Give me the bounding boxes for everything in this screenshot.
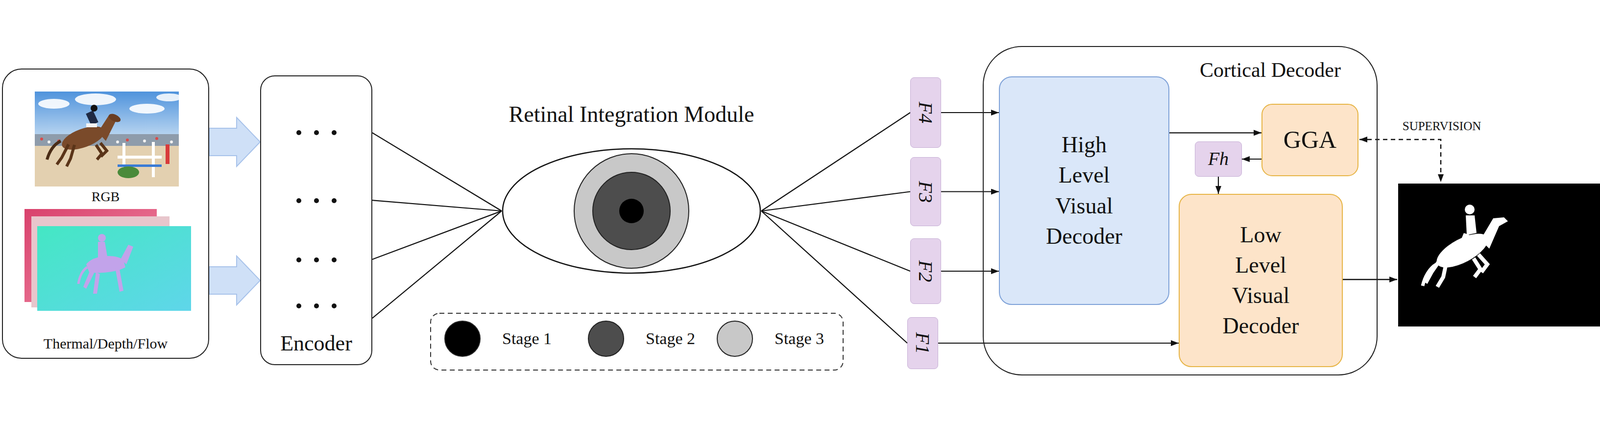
modality-label: Thermal/Depth/Flow xyxy=(2,335,209,353)
modality-stack xyxy=(24,209,192,312)
legend-swatch xyxy=(587,320,625,358)
encoder-dots xyxy=(296,130,337,309)
connector xyxy=(938,342,1179,344)
legend-text: Stage 3 xyxy=(774,329,825,350)
connector xyxy=(761,192,911,212)
legend-text: Stage 1 xyxy=(502,329,552,350)
eye-ellipse xyxy=(502,148,761,274)
connector xyxy=(941,191,999,193)
connector xyxy=(761,211,911,272)
iris-outer xyxy=(574,153,689,269)
legend-frame xyxy=(430,313,844,371)
connector xyxy=(372,132,502,212)
connector xyxy=(1241,158,1262,160)
annotation-label: SUPERVISION xyxy=(1400,119,1484,134)
feature-label: F1 xyxy=(911,332,935,355)
node-label: High Level Visual Decoder xyxy=(1035,129,1134,252)
connector xyxy=(372,200,502,212)
node-label: GGA xyxy=(1283,123,1337,157)
output-arrow xyxy=(1342,279,1398,281)
connector xyxy=(1169,132,1262,134)
decoder-title: Cortical Decoder xyxy=(1172,57,1369,83)
connector xyxy=(761,112,911,212)
block-arrow xyxy=(209,117,261,167)
feature-label: F4 xyxy=(914,101,938,124)
supervision-link xyxy=(1359,139,1441,183)
feature-box: F1 xyxy=(907,317,939,370)
connector xyxy=(1217,176,1219,194)
pupil xyxy=(619,198,644,224)
output-mask xyxy=(1398,183,1600,327)
block-arrow xyxy=(209,256,261,306)
encoder-box: Encoder xyxy=(260,75,373,366)
gga-box: GGA xyxy=(1261,103,1359,177)
retina-eye: Retinal Integration Module xyxy=(501,147,762,275)
connector xyxy=(372,211,502,260)
legend-entry: Stage 2 xyxy=(587,320,696,358)
rgb-photo xyxy=(34,91,179,187)
feature-label: F3 xyxy=(914,180,938,203)
legend-entry: Stage 1 xyxy=(444,320,552,358)
module-title: Retinal Integration Module xyxy=(509,100,755,128)
legend-swatch xyxy=(444,320,481,358)
high-level-decoder: High Level Visual Decoder xyxy=(998,76,1170,306)
connector xyxy=(761,211,908,344)
feature-box: Fh xyxy=(1194,141,1242,177)
input-panel: RGB Thermal/Depth/Flow xyxy=(1,68,210,360)
node-label: Fh xyxy=(1208,146,1229,172)
node-label: Low Level Visual Decoder xyxy=(1212,219,1310,342)
connector xyxy=(941,270,999,272)
iris-middle xyxy=(592,172,671,250)
feature-label: F2 xyxy=(914,260,938,283)
feature-box: F2 xyxy=(910,238,942,305)
feature-box: F3 xyxy=(910,157,942,227)
encoder-label: Encoder xyxy=(261,331,372,358)
connector xyxy=(941,112,999,114)
modality-label: RGB xyxy=(2,188,209,206)
eye-outline xyxy=(501,147,762,275)
low-level-decoder: Low Level Visual Decoder xyxy=(1178,193,1343,368)
connector xyxy=(372,211,502,319)
feature-box: F4 xyxy=(910,77,942,148)
legend-text: Stage 2 xyxy=(645,329,696,350)
cortical-decoder-box: Cortical DecoderHigh Level Visual Decode… xyxy=(982,46,1378,376)
legend-entry: Stage 3 xyxy=(716,320,825,358)
horse-figure xyxy=(47,104,122,167)
legend-swatch xyxy=(716,320,753,358)
